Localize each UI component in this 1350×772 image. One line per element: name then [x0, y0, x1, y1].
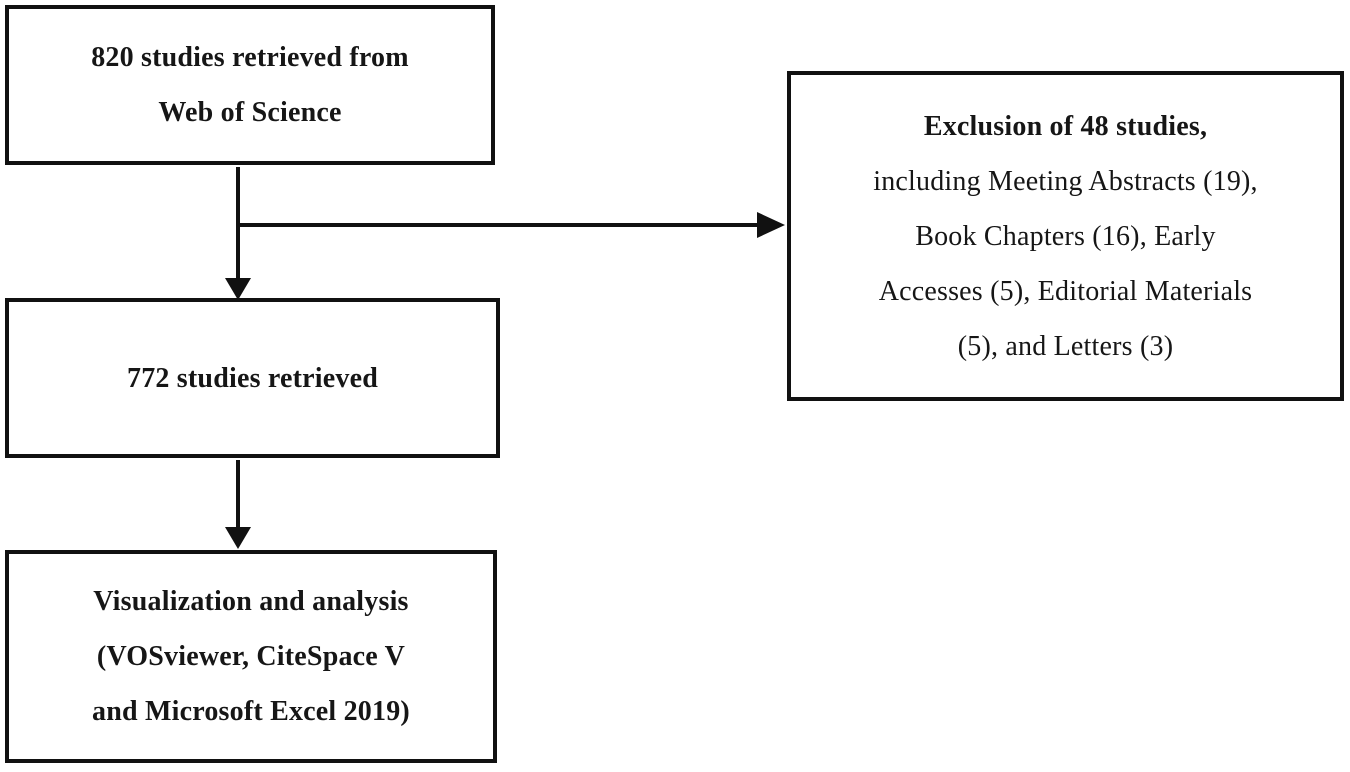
- arrowhead-screened-to-analysis: [225, 527, 251, 549]
- studies-screened-text: 772 studies retrieved: [127, 362, 378, 394]
- exclusion-title: Exclusion of 48 studies,: [923, 110, 1208, 142]
- box-studies-retrieved: 820 studies retrieved from Web of Scienc…: [5, 5, 495, 165]
- box-visualization-analysis: Visualization and analysis (VOSviewer, C…: [5, 550, 497, 763]
- box-exclusion: Exclusion of 48 studies, including Meeti…: [787, 71, 1344, 401]
- arrowhead-to-exclusion: [757, 212, 785, 238]
- box-studies-screened: 772 studies retrieved: [5, 298, 500, 458]
- arrowhead-retrieved-to-screened: [225, 278, 251, 300]
- exclusion-body: including Meeting Abstracts (19), Book C…: [873, 165, 1258, 362]
- visualization-analysis-text: Visualization and analysis (VOSviewer, C…: [92, 586, 410, 727]
- studies-retrieved-text: 820 studies retrieved from Web of Scienc…: [91, 42, 409, 128]
